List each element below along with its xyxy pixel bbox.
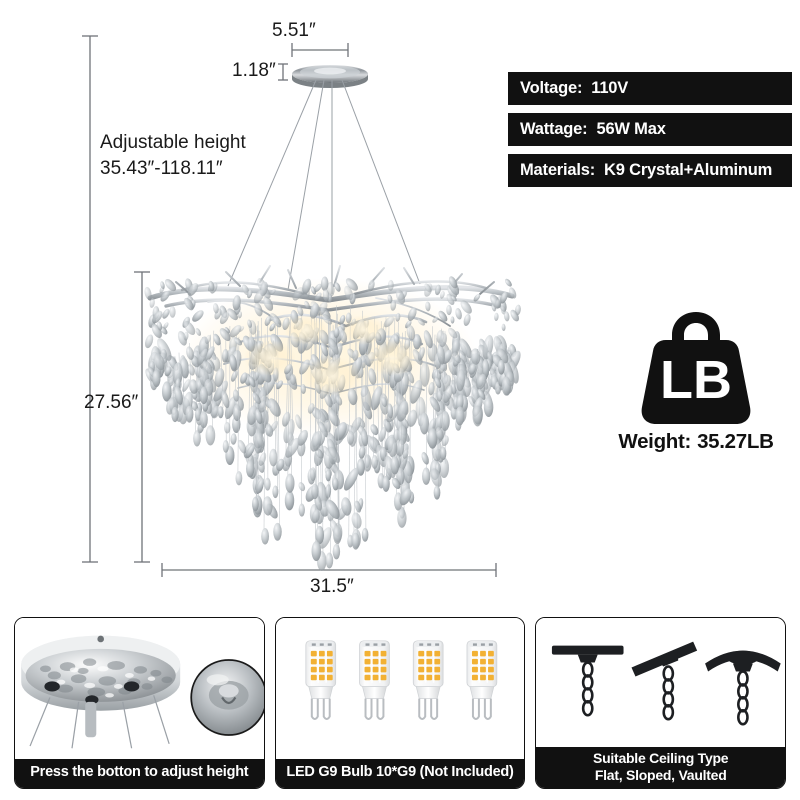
spec-row-voltage: Voltage: 110V — [508, 72, 792, 105]
weight-icon-text: LB — [660, 350, 732, 410]
suspension-cables — [227, 79, 421, 294]
weight-block: LB Weight:35.27LB — [596, 306, 796, 454]
panel-ceiling-caption-line2: Flat, Sloped, Vaulted — [594, 766, 727, 783]
weight-lb-icon: LB — [641, 312, 751, 424]
panel-canopy-caption: Press the botton to adjust height — [15, 759, 264, 788]
panel-ceiling-types: Suitable Ceiling Type Flat, Sloped, Vaul… — [535, 617, 787, 789]
spec-key-materials: Materials: — [520, 161, 596, 179]
panel-ceiling-art — [536, 618, 786, 747]
dimension-canopy-height: 1.18″ — [232, 60, 276, 81]
dimension-bottom-width: 31.5″ — [310, 576, 354, 597]
spec-row-wattage: Wattage: 56W Max — [508, 113, 792, 146]
ceiling-icon-flat — [552, 645, 624, 717]
feature-panels: Press the botton to adjust height — [14, 617, 787, 789]
panel-canopy-art — [15, 618, 264, 760]
canopy-detail-inset — [190, 659, 264, 736]
spec-key-voltage: Voltage: — [520, 79, 583, 97]
spec-value-voltage: 110V — [591, 79, 629, 97]
spec-value-wattage: 56W Max — [596, 120, 666, 138]
canopy-photo-illustration — [15, 618, 264, 760]
g9-bulb — [466, 640, 497, 720]
ceiling-type-icons — [536, 623, 786, 742]
g9-bulb — [358, 640, 390, 720]
dimension-top-width: 5.51″ — [272, 20, 316, 41]
spec-key-wattage: Wattage: — [520, 120, 588, 138]
weight-caption-value: 35.27LB — [697, 430, 774, 453]
panel-g9-bulbs: LED G9 Bulb 10*G9 (Not Included) — [274, 617, 526, 789]
weight-caption-key: Weight: — [618, 430, 692, 453]
dimension-body-height: 27.56″ — [84, 392, 139, 413]
dimension-adjustable-range: 35.43″-118.11″ — [100, 158, 223, 179]
bulb-glows — [244, 315, 418, 396]
g9-bulb — [412, 640, 444, 720]
panel-canopy-adjust: Press the botton to adjust height — [14, 617, 265, 789]
weight-caption: Weight:35.27LB — [596, 430, 796, 454]
spec-row-materials: Materials: K9 Crystal+Aluminum — [508, 154, 792, 187]
panel-bulbs-art — [275, 618, 525, 760]
panel-bulbs-caption: LED G9 Bulb 10*G9 (Not Included) — [275, 759, 525, 788]
panel-ceiling-caption-line1: Suitable Ceiling Type — [593, 749, 729, 766]
specification-list: Voltage: 110V Wattage: 56W Max Materials… — [508, 72, 792, 195]
g9-bulb-illustration — [275, 624, 525, 753]
g9-bulb — [305, 640, 336, 720]
ceiling-icon-sloped — [631, 641, 698, 721]
panel-ceiling-caption: Suitable Ceiling Type Flat, Sloped, Vaul… — [536, 746, 786, 788]
dimension-adjustable-label: Adjustable height — [100, 132, 246, 153]
chandelier-product-image — [144, 65, 521, 571]
spec-value-materials: K9 Crystal+Aluminum — [604, 161, 773, 179]
canopy — [292, 65, 368, 88]
ceiling-icon-vaulted — [705, 650, 782, 726]
